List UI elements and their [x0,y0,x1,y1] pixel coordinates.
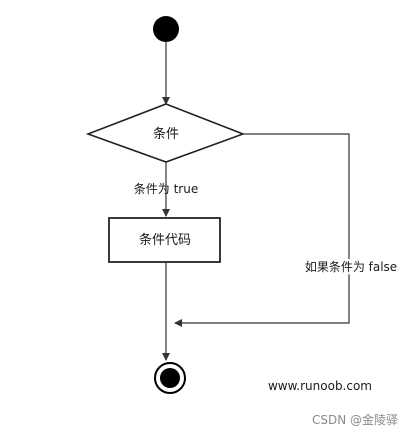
false-edge-label: 如果条件为 false [305,259,397,274]
action-label: 条件代码 [139,232,191,248]
true-edge-label: 条件为 true [134,182,198,196]
start-node [153,16,179,42]
action-box [108,217,221,263]
condition-label: 条件 [153,126,179,142]
source-site-label: www.runoob.com [268,379,372,393]
end-node-inner-dot [160,368,180,388]
edge-false-branch [174,133,350,327]
csdn-watermark: CSDN @金陵驿 [312,412,398,427]
